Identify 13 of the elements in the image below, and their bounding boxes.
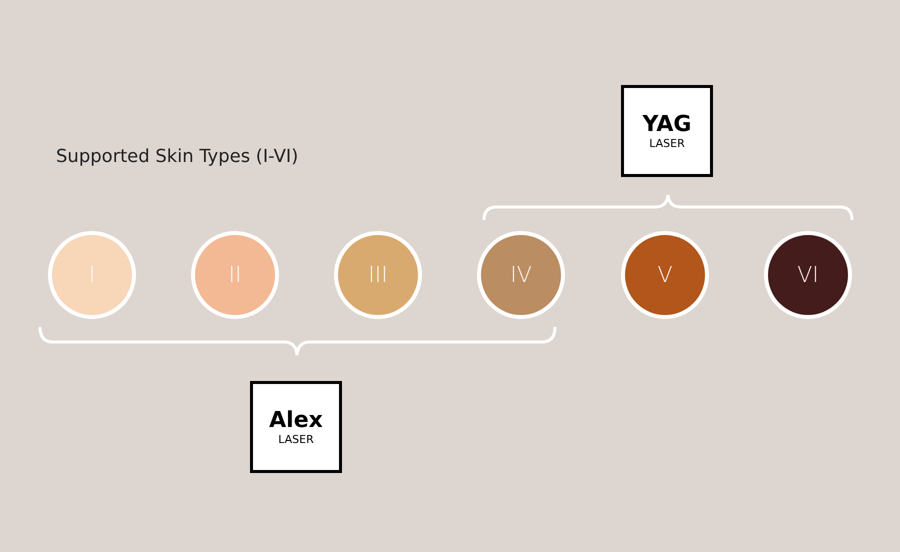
skin-type-numeral: II bbox=[228, 262, 242, 288]
laser-box bbox=[621, 85, 713, 177]
title: Supported Skin Types (I-VI) bbox=[56, 146, 298, 167]
laser-box bbox=[250, 381, 342, 473]
skin-type-numeral: V bbox=[657, 262, 673, 288]
laser-subtitle: LASER bbox=[278, 432, 314, 446]
laser-subtitle: LASER bbox=[649, 136, 685, 150]
skin-type-numeral: VI bbox=[797, 262, 819, 288]
skin-type-numeral: I bbox=[88, 262, 96, 288]
skin-type-numeral: IV bbox=[510, 262, 532, 288]
laser-name: Alex bbox=[269, 408, 323, 432]
laser-name: YAG bbox=[642, 112, 692, 136]
skin-type-numeral: III bbox=[368, 262, 388, 288]
